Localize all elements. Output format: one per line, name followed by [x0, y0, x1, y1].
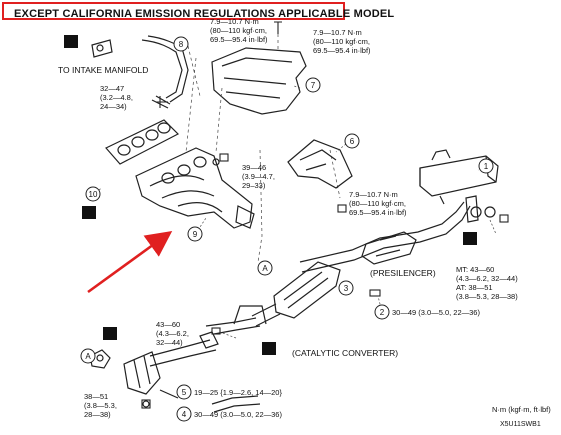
middle-pipe-part — [299, 201, 471, 273]
title-banner: EXCEPT CALIFORNIA EMISSION REGULATIONS A… — [2, 2, 394, 20]
svg-text:8: 8 — [179, 40, 184, 49]
callout-4: 4 — [176, 406, 192, 422]
heat-shield-part — [211, 47, 307, 115]
heat-insulator-part — [287, 139, 353, 189]
front-pipe-part — [123, 305, 267, 413]
manifold-gasket-part — [105, 119, 180, 165]
presilencer-label: (PRESILENCER) — [370, 268, 436, 278]
svg-text:29–33): 29–33) — [242, 181, 266, 190]
svg-text:(3.8—5.3,: (3.8—5.3, — [84, 401, 117, 410]
torque-bottom-c4: 30—49 (3.0—5.0, 22—36) — [194, 410, 282, 419]
intake-manifold-label: TO INTAKE MANIFOLD — [58, 65, 148, 75]
svg-text:(4.3—6.2,: (4.3—6.2, — [156, 329, 189, 338]
svg-text:3: 3 — [344, 284, 349, 293]
svg-text:7: 7 — [311, 81, 316, 90]
svg-text:69.5—95.4 in·lbf): 69.5—95.4 in·lbf) — [210, 35, 268, 44]
svg-text:R: R — [467, 234, 474, 244]
torque-lower-nut: 43—60 (4.3—6.2, 32—44) — [156, 320, 189, 347]
svg-text:43—60: 43—60 — [156, 320, 180, 329]
torque-top-center: 7.9—10.7 N·m (80—110 kgf·cm, 69.5—95.4 i… — [210, 17, 268, 44]
guide-lines — [185, 22, 341, 263]
svg-text:69.5—95.4 in·lbf): 69.5—95.4 in·lbf) — [313, 46, 371, 55]
svg-text:R: R — [107, 329, 114, 339]
replace-marker-4: R — [103, 327, 117, 340]
torque-c2: 30—49 (3.0—5.0, 22—36) — [392, 308, 480, 317]
svg-text:39—46: 39—46 — [242, 163, 266, 172]
svg-text:(3.2—4.8,: (3.2—4.8, — [100, 93, 133, 102]
torque-manifold-nut: 39—46 (3.9—4.7, 29–33) — [242, 163, 275, 190]
svg-text:38—51: 38—51 — [84, 392, 108, 401]
figure-code: X5U11SWB1 — [500, 421, 541, 428]
svg-text:7.9—10.7 N·m: 7.9—10.7 N·m — [313, 28, 362, 37]
units-legend: N·m (kgf·m, ft·lbf) — [492, 405, 551, 414]
svg-text:32—47: 32—47 — [100, 84, 124, 93]
svg-text:(80—110 kgf·cm,: (80—110 kgf·cm, — [313, 37, 370, 46]
svg-text:10: 10 — [89, 190, 98, 199]
torque-bottom-c5: 19—25 {1.9—2.6, 14—20} — [194, 388, 282, 397]
callout-7: 7 — [305, 77, 321, 93]
svg-text:28—38): 28—38) — [84, 410, 111, 419]
highlight-arrow — [87, 230, 173, 294]
callout-3: 3 — [338, 280, 354, 296]
catalytic-converter-label: (CATALYTIC CONVERTER) — [292, 348, 398, 358]
svg-text:(80—110 kgf·cm,: (80—110 kgf·cm, — [210, 26, 267, 35]
svg-text:(80—110 kgf·cm,: (80—110 kgf·cm, — [349, 199, 406, 208]
svg-text:69.5—95.4 in·lbf): 69.5—95.4 in·lbf) — [349, 208, 407, 217]
svg-text:MT: 43—60: MT: 43—60 — [456, 265, 494, 274]
torque-bottom-left: 38—51 (3.8—5.3, 28—38) — [84, 392, 117, 419]
svg-text:32—44): 32—44) — [156, 338, 183, 347]
leader-lines — [91, 43, 497, 339]
exhaust-manifold-part — [135, 147, 255, 229]
svg-text:9: 9 — [193, 230, 198, 239]
svg-text:7.9—10.7 N·m: 7.9—10.7 N·m — [210, 17, 259, 26]
reference-a-marker-1: A — [257, 260, 273, 276]
replace-marker-3: R — [463, 232, 477, 245]
torque-top-right: 7.9—10.7 N·m (80—110 kgf·cm, 69.5—95.4 i… — [313, 28, 371, 55]
catalytic-converter-part — [251, 261, 341, 327]
callout-6: 6 — [344, 133, 360, 149]
gasket-a-part — [89, 349, 111, 369]
callout-10: 10 — [85, 186, 101, 202]
svg-text:AT: 38—51: AT: 38—51 — [456, 283, 493, 292]
svg-text:4: 4 — [182, 410, 187, 419]
replace-marker-1: R — [64, 35, 78, 48]
callout-2: 2 — [374, 304, 390, 320]
callout-9: 9 — [187, 226, 203, 242]
svg-text:A: A — [85, 352, 91, 361]
replace-marker-5: R — [262, 342, 276, 355]
svg-text:R: R — [86, 208, 93, 218]
svg-text:2: 2 — [380, 308, 385, 317]
svg-text:(4.3—6.2, 32—44): (4.3—6.2, 32—44) — [456, 274, 518, 283]
diagram-title: EXCEPT CALIFORNIA EMISSION REGULATIONS A… — [14, 8, 395, 20]
svg-text:24—34): 24—34) — [100, 102, 127, 111]
torque-mid-right: 7.9—10.7 N·m (80—110 kgf·cm, 69.5—95.4 i… — [349, 190, 407, 217]
svg-text:R: R — [68, 37, 75, 47]
svg-text:7.9—10.7 N·m: 7.9—10.7 N·m — [349, 190, 398, 199]
svg-text:6: 6 — [350, 137, 355, 146]
callout-1: 1 — [478, 158, 494, 174]
svg-text:A: A — [262, 264, 268, 273]
callout-8: 8 — [173, 36, 189, 52]
torque-mt-at: MT: 43—60 (4.3—6.2, 32—44) AT: 38—51 (3.… — [456, 265, 518, 301]
svg-text:R: R — [266, 344, 273, 354]
torque-left-stud: 32—47 (3.2—4.8, 24—34) — [100, 84, 133, 111]
svg-text:(3.9—4.7,: (3.9—4.7, — [242, 172, 275, 181]
svg-text:(3.8—5.3, 28—38): (3.8—5.3, 28—38) — [456, 292, 518, 301]
bolt-parts — [141, 21, 509, 409]
reference-a-marker-2: A — [80, 348, 96, 364]
callout-5: 5 — [176, 384, 192, 400]
replace-marker-2: R — [82, 206, 96, 219]
svg-text:5: 5 — [182, 388, 187, 397]
svg-text:1: 1 — [484, 162, 489, 171]
